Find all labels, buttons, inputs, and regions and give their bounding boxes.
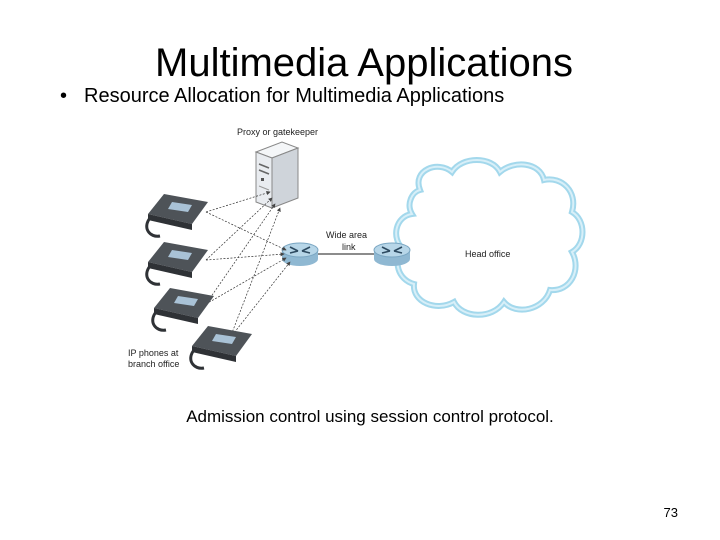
ip-phone-icon (189, 326, 252, 370)
wan-label-line1: Wide area (326, 230, 367, 240)
branch-router-icon (281, 242, 319, 266)
page-number: 73 (663, 505, 678, 520)
slide-title: Multimedia Applications (155, 41, 573, 85)
bullet-text: Resource Allocation for Multimedia Appli… (84, 85, 505, 107)
phones-label-line1: IP phones at (128, 348, 179, 358)
proxy-label: Proxy or gatekeeper (237, 127, 318, 137)
ip-phone-icon (145, 242, 208, 286)
signaling-lines (205, 191, 291, 339)
ip-phone-icon (145, 194, 208, 238)
admission-control-diagram: Head office Proxy or gatekeeper Wide are… (128, 127, 586, 370)
head-office-router-icon (373, 242, 411, 266)
phones-label-line2: branch office (128, 359, 179, 369)
figure-caption: Admission control using session control … (186, 407, 554, 426)
bullet-marker: • (60, 85, 68, 107)
head-office-cloud (393, 157, 586, 318)
wan-label-line2: link (342, 242, 356, 252)
head-office-label: Head office (465, 249, 510, 259)
proxy-server-icon (254, 141, 300, 209)
ip-phone-icon (151, 288, 214, 332)
bullet-item: • Resource Allocation for Multimedia Appl… (60, 84, 504, 108)
